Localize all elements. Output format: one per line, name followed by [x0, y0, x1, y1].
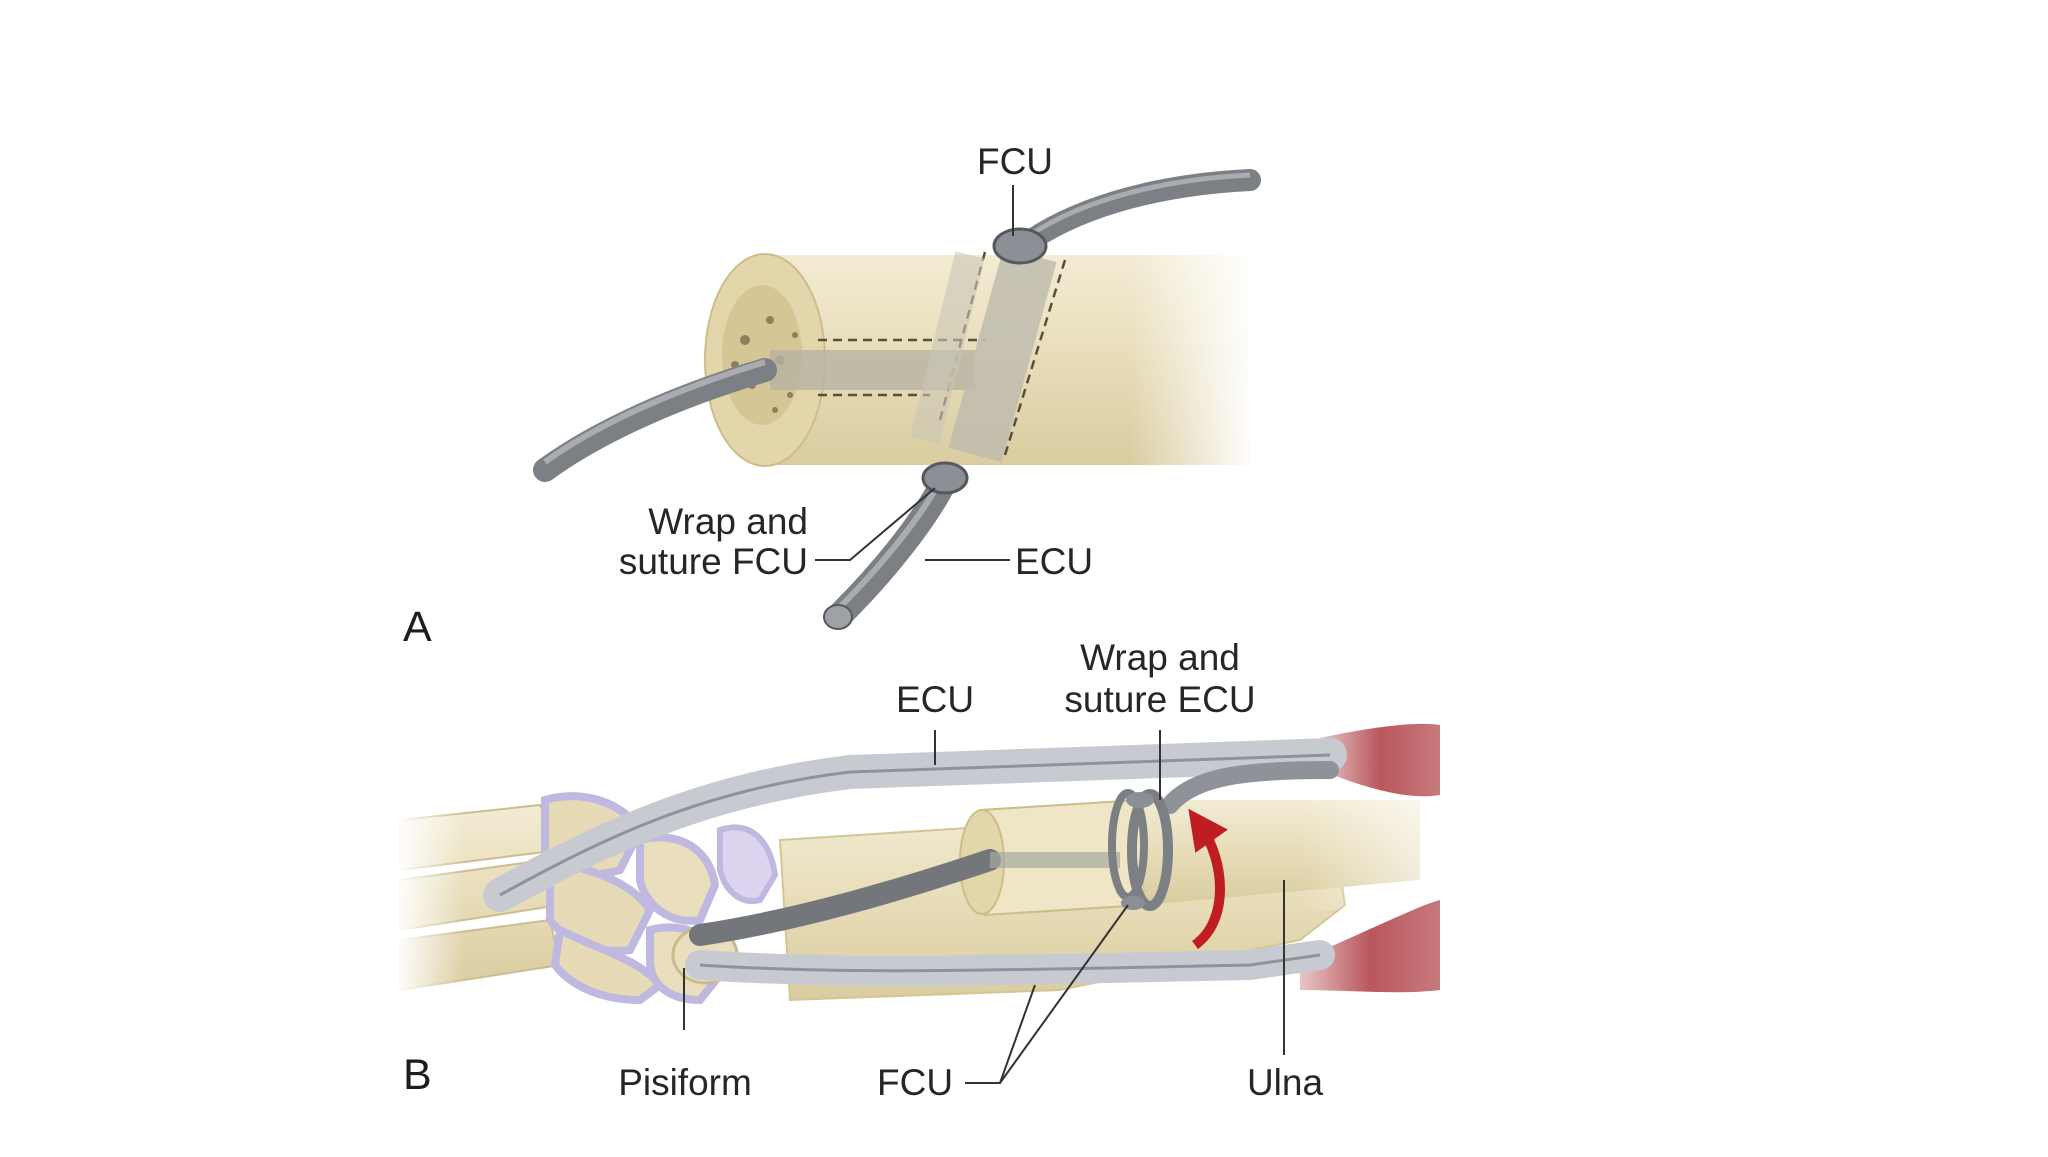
panel-a-fcu-tendon [533, 358, 777, 482]
panel-b-label-ulna: Ulna [1246, 1062, 1324, 1103]
panel-b-label-ecu: ECU [895, 679, 975, 720]
panel-b-label-fcu: FCU [877, 1062, 954, 1103]
panel-b-fcu-muscle [1300, 900, 1440, 993]
panel-b-fcu-tendon [689, 849, 1001, 946]
panel-b-letter: B [403, 1051, 432, 1099]
panel-a-label-fcu: FCU [976, 141, 1054, 182]
panel-a-top-knot [992, 227, 1048, 265]
panel-b-drawing [395, 723, 1440, 1084]
panel-a-bottom-knot [921, 461, 969, 495]
panel-a-label-wrap-line2: suture FCU [618, 541, 808, 582]
panel-b-label-wrap-line2: suture ECU [1064, 679, 1256, 720]
panel-b-label-pisiform: Pisiform [618, 1062, 752, 1103]
panel-a-letter: A [403, 603, 432, 651]
panel-b-label-wrap-line1: Wrap and [1080, 637, 1240, 678]
panel-a-ecu-tendon [827, 467, 958, 628]
panel-b-rotation-arrow [1188, 808, 1228, 950]
panel-b-ecu-muscle [1320, 723, 1440, 797]
panel-a-label-wrap-line1: Wrap and [648, 501, 808, 542]
panel-b-wrap-loop [1127, 789, 1173, 911]
panel-a-label-ecu: ECU [1015, 541, 1094, 582]
panel-a-drawing [533, 169, 1261, 630]
